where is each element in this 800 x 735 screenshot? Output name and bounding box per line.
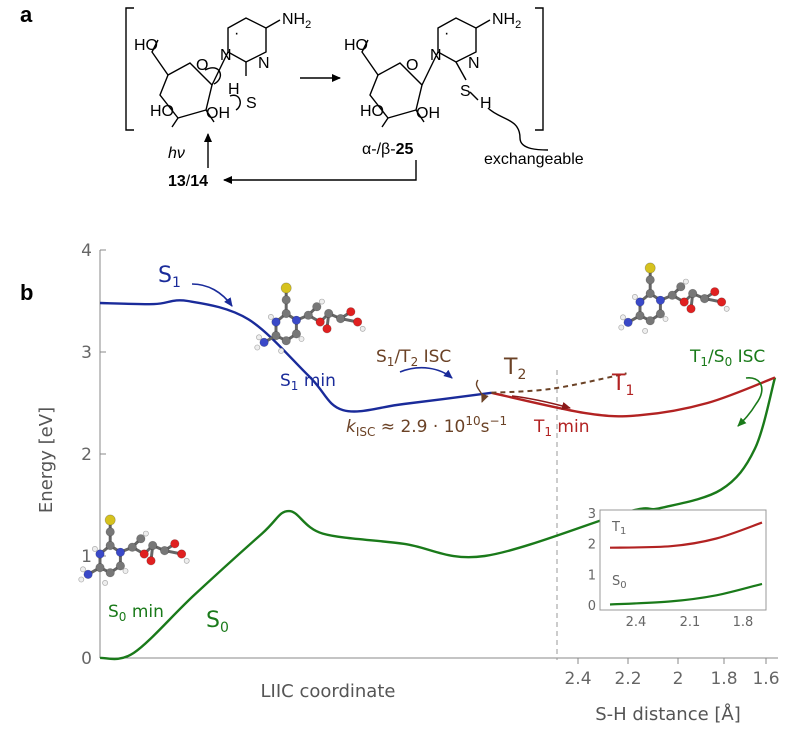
h-right: H [480,95,492,112]
hv-label: hν [168,145,185,162]
return-arrow [223,160,417,184]
t1-s0-isc-label: T1/S0 ISC [689,347,765,369]
n-right-3: N [468,55,480,72]
n-right-1: N [430,47,442,64]
x-axis-label-left: LIIC coordinate [261,681,396,702]
inset-y-tick-label: 3 [588,507,596,522]
s1-t2-isc-label: S1/T2 ISC [376,347,451,369]
scheme-labels: · NH2 HO O N N H S HO OH · NH2 HO O N N … [134,11,584,190]
ball-and-stick-molecule [78,514,190,586]
ho-top-right: HO [344,37,368,54]
inset-s-curve [609,582,763,606]
y-tick-label: 0 [81,649,92,669]
s0-min-label: S0 min [108,602,164,624]
oh-bottom-left: OH [206,105,230,122]
isc1-arrow [399,366,453,379]
radical-dot-right: · [444,25,449,42]
x-axis-label-right: S-H distance [Å] [595,703,741,725]
t1-arrow [511,395,571,410]
inset-s0-label: S0 [612,574,627,591]
inset-x-tick-label: 1.8 [733,615,754,630]
s1-label: S1 [158,263,181,291]
ball-and-stick-molecule [254,282,366,354]
n-left-3: N [258,55,270,72]
compound-25: α-/β-25 [362,141,413,158]
y-tick-label: 4 [81,241,92,261]
svg-text:NH2: NH2 [492,11,521,31]
ho-bottom-right: HO [360,103,384,120]
panel-label-a: a [20,2,33,27]
s1-min-label: S1 min [280,371,336,393]
x-tick-label: 1.6 [752,669,779,689]
inset-y-tick-label: 0 [588,599,596,614]
y-ticks: 0 1 2 3 4 [81,241,106,669]
s0-label: S0 [206,608,229,636]
exchangeable-leader [487,107,549,151]
isc-squiggle [475,379,489,403]
energy-plot: 0 1 2 3 4 2.4 2.2 2 1.8 1.6 Energy [eV] LIIC coo… [36,241,780,725]
molecule-renderings [78,262,730,586]
inset-y-tick-label: 2 [588,538,596,553]
t2-label: T2 [503,355,526,383]
inset-t-curve [609,521,763,549]
isc2-arrow [737,377,763,427]
x-tick-label: 2 [673,669,684,689]
y-tick-label: 2 [81,445,92,465]
s1-arrow [191,283,233,307]
inset-frame [599,509,767,611]
right-bracket [535,7,544,131]
kisc-label: kISC ≈ 2.9 · 1010s−1 [346,414,507,439]
ho-top-left: HO [134,37,158,54]
t1-min-label: T1 min [533,417,590,439]
t1-label: T1 [611,371,634,399]
inset-x-tick-label: 2.4 [626,615,647,630]
s-right: S [460,83,471,100]
inset-ticks: 0 1 2 3 2.4 2.1 1.8 [588,507,754,630]
x-tick-label: 2.2 [614,669,641,689]
o-left: O [196,57,208,74]
x-ticks: 2.4 2.2 2 1.8 1.6 [564,658,780,689]
exchangeable-label: exchangeable [484,151,584,168]
y-axis-label: Energy [eV] [36,407,57,513]
inset-t1-label: T1 [611,520,626,537]
precursor-label: 13/14 [168,173,208,190]
series-t-curve [491,372,627,394]
ho-bottom-left: HO [150,103,174,120]
x-tick-label: 1.8 [710,669,737,689]
y-tick-label: 3 [81,343,92,363]
s-left: S [246,95,257,112]
series-t-curve [491,376,776,418]
series-s-curve [99,377,777,661]
inset-plot: 0 1 2 3 2.4 2.1 1.8 T1 S0 [588,507,767,630]
o-right: O [406,57,418,74]
n-left-1: N [220,47,232,64]
radical-dot-left: · [234,25,239,42]
svg-text:NH2: NH2 [282,11,311,31]
left-bracket [125,7,134,131]
panel-label-b: b [20,280,33,305]
ball-and-stick-molecule [618,262,730,334]
inset-x-tick-label: 2.1 [680,615,701,630]
y-tick-label: 1 [81,547,92,567]
reaction-scheme [125,7,549,184]
inset-y-tick-label: 1 [588,568,596,583]
x-tick-label: 2.4 [564,669,591,689]
oh-bottom-right: OH [416,105,440,122]
h-left: H [228,81,240,98]
